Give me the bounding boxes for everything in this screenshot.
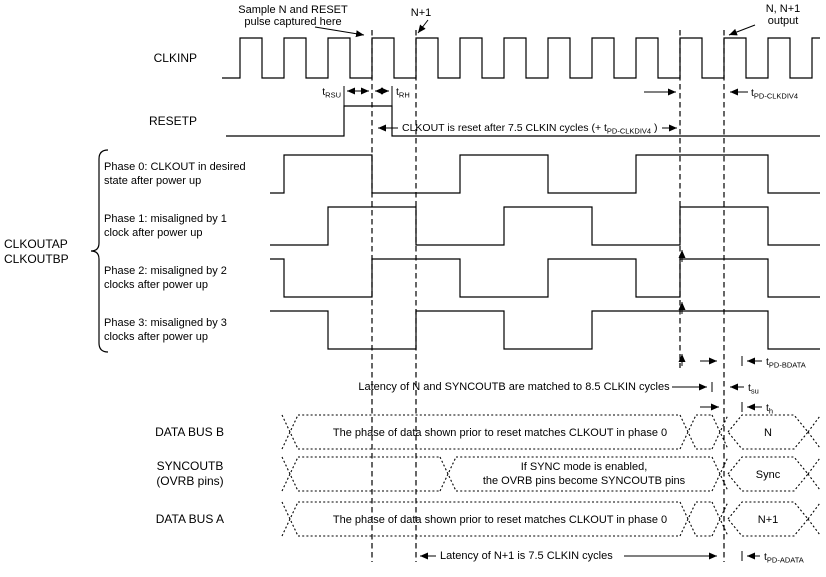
latency-b-text: Latency of N and SYNCOUTB are matched to… xyxy=(358,381,670,393)
bus-a-note: The phase of data shown prior to reset m… xyxy=(333,514,667,526)
clkinp-waveform xyxy=(222,37,820,79)
phase2-row: Phase 2: misaligned by 2 clocks after po… xyxy=(104,258,820,314)
data-bus-a-row: DATA BUS A The phase of data shown prior… xyxy=(156,501,821,537)
clkinp-row: CLKINP xyxy=(154,37,820,79)
bus-b-cell-long xyxy=(298,414,680,450)
bus-a-crossing-1 xyxy=(281,501,299,537)
data-bus-b-waveform xyxy=(281,414,821,450)
t-h-label: th xyxy=(766,402,773,416)
phase0-label-line2: state after power up xyxy=(104,175,201,187)
resetp-label: RESETP xyxy=(149,114,197,128)
t-pd-clkdiv4-label: tPD-CLKDIV4 xyxy=(751,87,798,101)
output-note-arrow xyxy=(728,24,756,36)
phase3-label-line1: Phase 3: misaligned by 3 xyxy=(104,317,227,329)
phase1-label-line1: Phase 1: misaligned by 1 xyxy=(104,213,227,225)
bus-b-crossing-3 xyxy=(711,414,729,450)
sample-note-arrow xyxy=(314,26,365,38)
bus-a-cell-short xyxy=(696,501,712,537)
phase3-label-line2: clocks after power up xyxy=(104,331,208,343)
clkout-group: CLKOUTAP CLKOUTBP xyxy=(4,149,109,353)
phase0-row: Phase 0: CLKOUT in desired state after p… xyxy=(104,154,820,194)
bottom-annotations: Latency of N+1 is 7.5 CLKIN cycles tPD-A… xyxy=(420,550,804,565)
bus-b-crossing-2 xyxy=(679,414,697,450)
clkout-group-label-line2: CLKOUTBP xyxy=(4,252,69,266)
data-bus-a-waveform xyxy=(281,501,821,537)
phase0-label-line1: Phase 0: CLKOUT in desired xyxy=(104,161,246,173)
phase1-waveform xyxy=(270,206,820,246)
phase1-row: Phase 1: misaligned by 1 clock after pow… xyxy=(104,206,820,262)
resetp-row: RESETP CLKOUT is reset after 7.5 CLKIN c… xyxy=(149,105,820,137)
sample-note-line2: pulse captured here xyxy=(244,16,341,28)
data-bus-a-label: DATA BUS A xyxy=(156,512,224,526)
bus-a-cell-long xyxy=(298,501,680,537)
data-bus-b-row: DATA BUS B The phase of data shown prior… xyxy=(155,414,821,450)
clkout-group-label-line1: CLKOUTAP xyxy=(4,237,68,251)
bus-b-crossing-1 xyxy=(281,414,299,450)
t-pd-bdata-label: tPD-BDATA xyxy=(766,356,806,370)
phase2-waveform xyxy=(270,258,820,298)
phase1-label-line2: clock after power up xyxy=(104,227,202,239)
output-note-line1: N, N+1 xyxy=(766,3,801,15)
clkinp-label: CLKINP xyxy=(154,51,197,65)
t-pd-adata-label: tPD-ADATA xyxy=(764,551,804,565)
bus-a-value: N+1 xyxy=(758,514,779,526)
t-rsu-label: tRSU xyxy=(322,86,341,100)
t-rh-label: tRH xyxy=(396,86,410,100)
syncoutb-crossing-3 xyxy=(711,456,729,492)
bus-a-crossing-2 xyxy=(679,501,697,537)
bus-b-value-cell xyxy=(727,414,809,450)
syncoutb-value-cell xyxy=(727,456,809,492)
phase3-row: Phase 3: misaligned by 3 clocks after po… xyxy=(104,310,820,366)
clkout-group-brace xyxy=(90,149,109,353)
t-su-label: tsu xyxy=(748,382,759,396)
sync-note-line1: If SYNC mode is enabled, xyxy=(521,461,648,473)
syncoutb-label-line2: (OVRB pins) xyxy=(156,474,223,488)
syncoutb-label-line1: SYNCOUTB xyxy=(157,459,224,473)
bus-a-crossing-3 xyxy=(711,501,729,537)
syncoutb-crossing-1 xyxy=(281,456,299,492)
bus-b-value: N xyxy=(764,427,772,439)
bus-b-cell-short xyxy=(696,414,712,450)
syncoutb-cell-2 xyxy=(456,456,712,492)
bus-a-tail xyxy=(807,502,821,536)
sample-note-line1: Sample N and RESET xyxy=(238,4,348,16)
phase0-waveform xyxy=(270,154,820,194)
syncoutb-tail xyxy=(807,457,821,491)
bus-a-value-cell xyxy=(727,501,809,537)
syncoutb-crossing-2 xyxy=(439,456,457,492)
sync-note-line2: the OVRB pins become SYNCOUTB pins xyxy=(483,475,686,487)
data-bus-b-label: DATA BUS B xyxy=(155,425,224,439)
latency-a-text: Latency of N+1 is 7.5 CLKIN cycles xyxy=(440,550,613,562)
reset-span-text: CLKOUT is reset after 7.5 CLKIN cycles (… xyxy=(402,122,658,136)
output-note-line2: output xyxy=(768,15,799,27)
bus-b-note: The phase of data shown prior to reset m… xyxy=(333,427,667,439)
phase3-waveform xyxy=(270,310,820,350)
sync-value: Sync xyxy=(756,469,781,481)
syncoutb-waveform xyxy=(281,456,821,492)
bus-b-tail xyxy=(807,415,821,449)
reset-setup-hold-annotations: tRSU tRH tPD-CLKDIV4 xyxy=(322,86,798,106)
phase2-label-line2: clocks after power up xyxy=(104,279,208,291)
n-plus-1-label: N+1 xyxy=(411,7,432,19)
resetp-waveform xyxy=(226,105,820,137)
syncoutb-row: SYNCOUTB (OVRB pins) If SYNC mode is ena… xyxy=(156,456,821,492)
top-annotations: Sample N and RESET pulse captured here N… xyxy=(238,3,801,38)
syncoutb-cell-1 xyxy=(298,456,440,492)
mid-annotations: tPD-BDATA Latency of N and SYNCOUTB are … xyxy=(358,356,806,416)
n-plus-1-arrow xyxy=(417,19,429,34)
phase2-label-line1: Phase 2: misaligned by 2 xyxy=(104,265,227,277)
